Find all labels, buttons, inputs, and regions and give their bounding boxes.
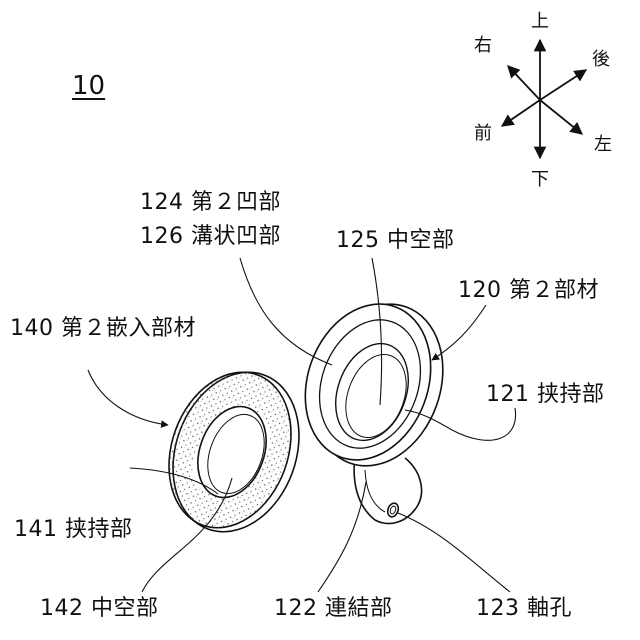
member-120 [284, 286, 464, 524]
leader-123 [398, 513, 510, 592]
direction-down-label: 下 [531, 170, 549, 190]
direction-up-label: 上 [531, 12, 549, 32]
label-122-link-part: 122 連結部 [274, 596, 393, 622]
direction-left-label: 左 [594, 135, 612, 155]
arrow-right-dir [508, 66, 540, 100]
arrow-back [540, 70, 586, 100]
label-140-second-fitting-member: 140 第２嵌入部材 [10, 316, 196, 342]
direction-right-label: 右 [474, 36, 492, 56]
direction-front-label: 前 [474, 124, 492, 144]
washer-140 [148, 354, 320, 549]
arrow-left-dir [540, 100, 582, 134]
direction-back-label: 後 [592, 50, 610, 70]
label-120-second-member: 120 第２部材 [458, 278, 599, 304]
label-125-hollow-part: 125 中空部 [336, 228, 455, 254]
arrow-140 [88, 370, 168, 425]
label-126-channel-recess: 126 溝状凹部 [140, 224, 281, 250]
label-142-hollow-part: 142 中空部 [40, 596, 159, 622]
label-124-second-recess: 124 第２凹部 [140, 190, 281, 216]
label-123-shaft-hole: 123 軸孔 [476, 596, 572, 622]
label-141-holding-part: 141 挟持部 [14, 517, 133, 543]
leader-lines [88, 258, 516, 592]
arrow-front [502, 100, 540, 126]
label-121-holding-part: 121 挟持部 [486, 382, 605, 408]
figure-number: 10 [72, 72, 105, 100]
orientation-compass [502, 40, 586, 158]
